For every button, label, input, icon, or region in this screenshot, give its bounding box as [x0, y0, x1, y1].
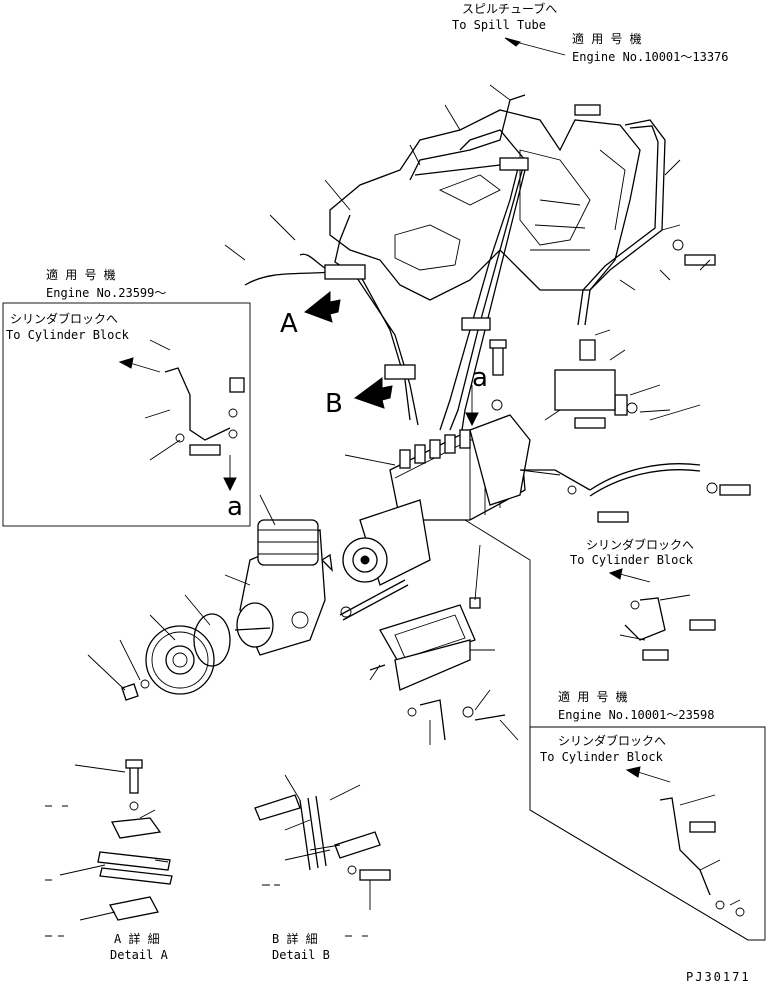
- label-detail-b-en: Detail B: [272, 948, 330, 962]
- dash-marks: [45, 805, 368, 937]
- direction-arrows: [118, 37, 671, 783]
- leader-lines: [59, 84, 749, 941]
- detail-a-parts: [97, 759, 173, 921]
- label-cyl-block-en-1: To Cylinder Block: [6, 328, 129, 342]
- label-engine-range-1: Engine No.10001～13376: [572, 50, 729, 64]
- injection-pump: [389, 414, 531, 521]
- label-cyl-block-en-3: To Cylinder Block: [540, 750, 663, 764]
- spill-tube: [574, 104, 666, 361]
- view-markers: [303, 290, 393, 409]
- label-detail-a-en: Detail A: [110, 948, 168, 962]
- drive-gear: [121, 613, 231, 701]
- label-engine-range-3: Engine No.10001～23598: [558, 708, 715, 722]
- label-view-a: A: [280, 309, 298, 339]
- pump-coupling: [342, 499, 431, 586]
- detail-b-parts: [254, 794, 391, 881]
- label-cyl-block-jp-1: シリンダブロックへ: [10, 312, 119, 326]
- label-cyl-block-en-2: To Cylinder Block: [570, 553, 693, 567]
- label-ref-a-top: a: [472, 363, 488, 393]
- injection-lines: [244, 94, 529, 431]
- label-spill-tube-en: To Spill Tube: [452, 18, 546, 32]
- inset-pipe-right: [659, 797, 745, 917]
- label-applicable-3: 適 用 号 機: [558, 690, 628, 704]
- pipe-mid-right: [624, 597, 716, 661]
- drawing-code: PJ30171: [686, 970, 751, 984]
- label-applicable-2: 適 用 号 機: [46, 268, 116, 282]
- label-view-b: B: [325, 389, 343, 419]
- label-ref-a-bottom: a: [227, 492, 243, 522]
- label-cyl-block-jp-2: シリンダブロックへ: [586, 538, 695, 552]
- label-applicable-1: 適 用 号 機: [572, 32, 642, 46]
- flexible-hose: [520, 463, 701, 497]
- inset-pipe-left: [164, 367, 245, 456]
- label-spill-tube-jp: スピルチューブへ: [462, 2, 558, 16]
- pump-bracket: [369, 597, 506, 741]
- label-detail-a-jp: A 詳 細: [114, 932, 160, 946]
- engine-block: [329, 109, 641, 301]
- label-detail-b-jp: B 詳 細: [272, 932, 318, 946]
- label-engine-range-2: Engine No.23599～: [46, 286, 167, 300]
- label-cyl-block-jp-3: シリンダブロックへ: [558, 734, 667, 748]
- air-compressor: [234, 519, 333, 656]
- bolts-washers: [339, 239, 751, 621]
- inset-frame-left: [2, 302, 251, 527]
